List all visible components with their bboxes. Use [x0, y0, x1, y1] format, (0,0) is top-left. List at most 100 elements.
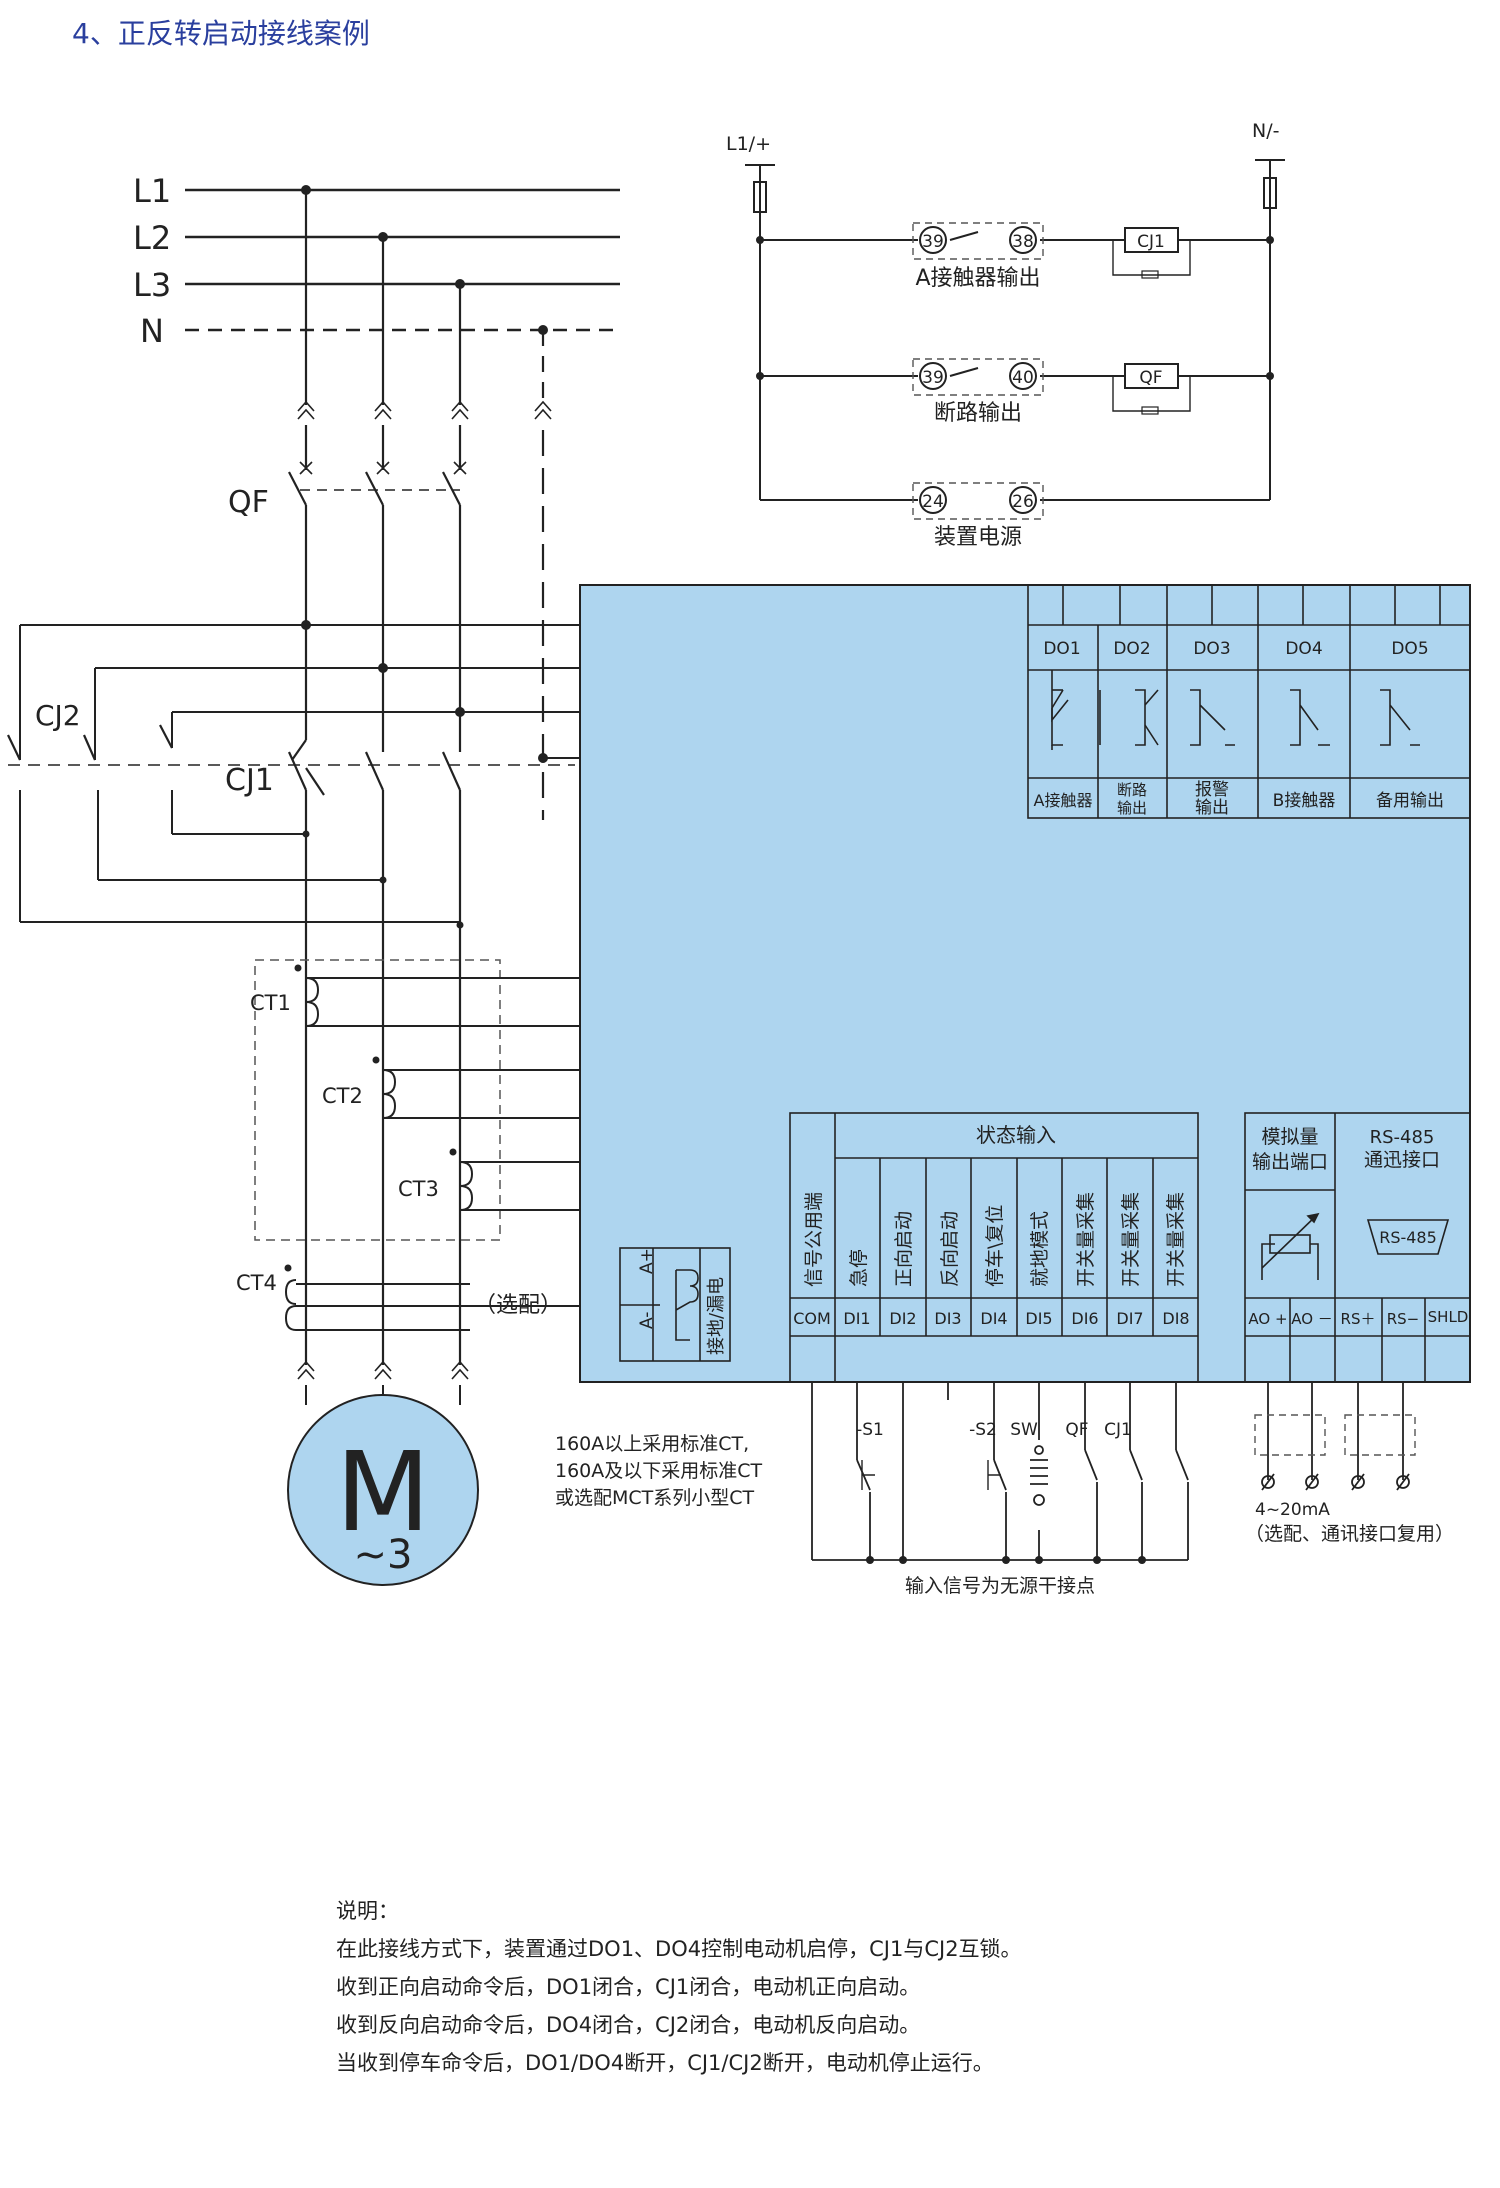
relay-header-do4: DO4: [1285, 639, 1322, 659]
terminal-rs-plus: RS＋: [1341, 1310, 1376, 1328]
terminal-di4: DI4: [980, 1309, 1007, 1328]
bus-label-l3: L3: [133, 266, 171, 304]
terminal-38: 38: [1012, 232, 1034, 252]
terminal-di7: DI7: [1116, 1309, 1143, 1328]
ct-note-3: 或选配MCT系列小型CT: [555, 1487, 755, 1509]
status-name-local: 就地模式: [1029, 1211, 1051, 1287]
cj-contactors: [7, 724, 575, 796]
ct4-label: CT4: [236, 1271, 277, 1295]
a-contactor-output-label: A接触器输出: [915, 266, 1040, 291]
terminal-di3: DI3: [934, 1309, 961, 1328]
relay-label-alarm-1: 报警: [1195, 780, 1229, 800]
input-cj1-label: CJ1: [1104, 1420, 1132, 1440]
terminal-40: 40: [1012, 368, 1034, 388]
analog-header-2: 输出端口: [1252, 1151, 1328, 1173]
motor-phase: ~3: [354, 1532, 413, 1578]
bus-label-n: N: [140, 312, 164, 350]
panel-feed-wires: [19, 624, 585, 923]
control-l1-label: L1/+: [726, 133, 771, 155]
terminal-ao-plus: AO +: [1248, 1310, 1287, 1328]
status-name-di7: 开关量采集: [1120, 1192, 1142, 1287]
ct-dots: [284, 964, 457, 1272]
ao-note-2: （选配、通讯接口复用）: [1245, 1523, 1454, 1545]
notes-line-2: 收到正向启动命令后，DO1闭合，CJ1闭合，电动机正向启动。: [336, 1975, 921, 1999]
status-names: 急停 正向启动 反向启动 停车\复位 就地模式 开关量采集 开关量采集 开关量采…: [848, 1192, 1187, 1287]
terminal-di5: DI5: [1025, 1309, 1052, 1328]
motor-m: M: [336, 1428, 431, 1556]
relay-block: [1027, 584, 1471, 819]
terminal-39-b: 39: [922, 368, 944, 388]
notes-line-1: 在此接线方式下，装置通过DO1、DO4控制电动机启停，CJ1与CJ2互锁。: [336, 1937, 1022, 1961]
terminal-26: 26: [1012, 492, 1034, 512]
terminal-di1: DI1: [843, 1309, 870, 1328]
analog-header-1: 模拟量: [1261, 1126, 1318, 1148]
ct2-label: CT2: [322, 1084, 363, 1108]
status-terminals: COM DI1 DI2 DI3 DI4 DI5 DI6 DI7 DI8: [793, 1309, 1189, 1328]
bus-label-l2: L2: [133, 219, 171, 257]
bus-bars: [185, 188, 620, 332]
status-name-di8: 开关量采集: [1165, 1192, 1187, 1287]
input-qf-label: QF: [1065, 1420, 1088, 1440]
leakage-label: 接地/漏电: [706, 1277, 727, 1355]
relay-label-breaker-2: 输出: [1117, 799, 1147, 817]
relay-label-a-contactor: A接触器: [1034, 791, 1093, 810]
ao-note-1: 4~20mA: [1255, 1500, 1330, 1520]
rs485-header-2: 通迅接口: [1364, 1149, 1440, 1171]
ct1-label: CT1: [250, 991, 291, 1015]
terminal-di6: DI6: [1071, 1309, 1098, 1328]
qf-breaker: [288, 425, 467, 506]
coil-cj1: CJ1: [1137, 232, 1165, 252]
dry-contact-note: 输入信号为无源干接点: [905, 1575, 1095, 1597]
relay-label-alarm-2: 输出: [1195, 798, 1229, 818]
notes-line-3: 收到反向启动命令后，DO4闭合，CJ2闭合，电动机反向启动。: [336, 2013, 921, 2037]
rs485-header-1: RS-485: [1370, 1127, 1435, 1148]
ct-note-2: 160A及以下采用标准CT: [555, 1460, 763, 1482]
analog-rs485-block: [1244, 1112, 1471, 1383]
status-name-reverse: 反向启动: [939, 1211, 961, 1287]
device-power-label: 装置电源: [934, 525, 1022, 550]
relay-header-do1: DO1: [1043, 639, 1080, 659]
status-input-header: 状态输入: [976, 1123, 1056, 1147]
relay-header-do3: DO3: [1193, 639, 1230, 659]
bus-label-l1: L1: [133, 172, 171, 210]
terminal-com: COM: [793, 1309, 831, 1328]
cj1-label: CJ1: [225, 763, 274, 798]
rs485-connector-label: RS-485: [1379, 1228, 1437, 1247]
ct-box: [254, 959, 501, 1241]
terminal-di8: DI8: [1162, 1309, 1189, 1328]
ct-coils: [284, 977, 585, 1331]
relay-header-do5: DO5: [1391, 639, 1428, 659]
input-sw-label: SW: [1010, 1420, 1038, 1440]
device-panel: [579, 584, 1471, 1383]
ct-note-1: 160A以上采用标准CT,: [555, 1433, 749, 1455]
cj2-label: CJ2: [35, 699, 81, 732]
status-name-estop: 急停: [848, 1249, 870, 1287]
input-junctions: [866, 1556, 1146, 1564]
signal-common-label: 信号公用端: [803, 1192, 825, 1287]
status-name-forward: 正向启动: [893, 1211, 915, 1287]
explanation-notes: 说明： 在此接线方式下，装置通过DO1、DO4控制电动机启停，CJ1与CJ2互锁…: [336, 1892, 1022, 2082]
control-n-label: N/-: [1252, 120, 1279, 142]
page-title: 4、正反转启动接线案例: [72, 17, 370, 50]
relay-label-spare: 备用输出: [1376, 791, 1444, 811]
notes-heading: 说明：: [336, 1899, 399, 1923]
qf-label: QF: [228, 485, 269, 520]
optional-label: （选配）: [474, 1293, 562, 1318]
control-junctions: [756, 236, 1274, 380]
leakage-block: [619, 1247, 731, 1362]
relay-label-breaker-1: 断路: [1117, 781, 1147, 799]
input-s2-label: -S2: [969, 1420, 997, 1440]
input-wiring: [811, 1382, 1416, 1561]
terminal-shld: SHLD: [1428, 1308, 1469, 1326]
terminal-rs-minus: RS−: [1387, 1310, 1420, 1328]
control-circuit: [745, 159, 1285, 520]
coil-qf: QF: [1139, 368, 1162, 388]
terminal-di2: DI2: [889, 1309, 916, 1328]
relay-label-b-contactor: B接触器: [1273, 791, 1336, 811]
leakage-a-plus: A+: [637, 1248, 657, 1274]
status-name-stop-reset: 停车\复位: [984, 1205, 1006, 1287]
motor: M ~3: [287, 1385, 479, 1586]
bus-junctions: [301, 185, 548, 929]
leakage-a-minus: A-: [637, 1312, 657, 1329]
